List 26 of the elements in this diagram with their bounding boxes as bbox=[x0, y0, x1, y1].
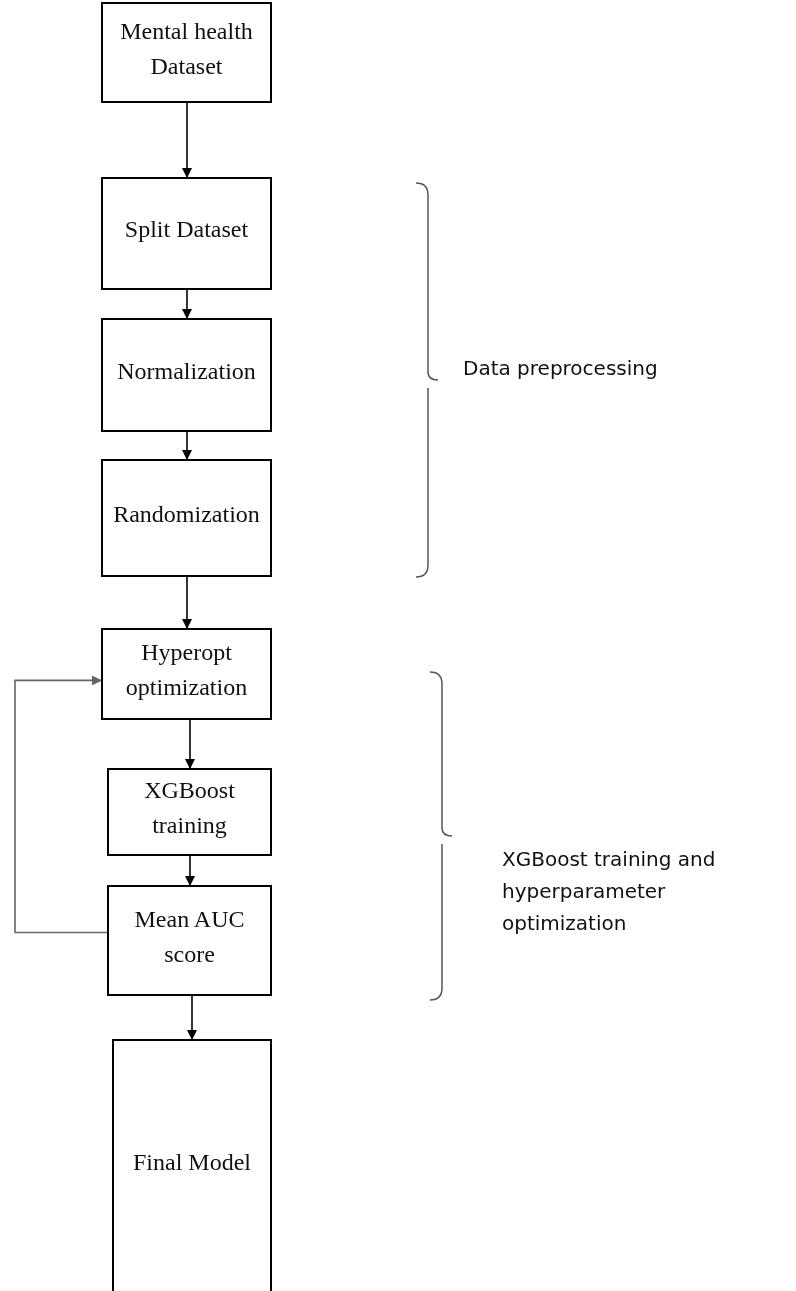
arrow bbox=[185, 719, 195, 769]
box-label: Final Model bbox=[133, 1147, 251, 1177]
process-box bbox=[101, 2, 272, 103]
arrow bbox=[182, 431, 192, 460]
arrow bbox=[182, 102, 192, 178]
process-box bbox=[101, 459, 272, 577]
box-label: Normalization bbox=[117, 356, 256, 386]
arrow bbox=[187, 995, 197, 1040]
bracket-label: XGBoost training and hyperparameter optimization bbox=[502, 846, 717, 937]
bracket-label: Data preprocessing bbox=[463, 355, 659, 382]
arrow bbox=[14, 675, 108, 934]
box-label: Mean AUC score bbox=[133, 904, 246, 969]
process-box bbox=[101, 318, 272, 432]
box-label: Mental health Dataset bbox=[119, 16, 254, 81]
process-box bbox=[107, 885, 272, 996]
process-box bbox=[112, 1039, 272, 1291]
box-label: Hyperopt optimization bbox=[124, 638, 249, 702]
process-box bbox=[101, 177, 272, 290]
arrow bbox=[182, 576, 192, 629]
box-label: Split Dataset bbox=[124, 215, 249, 245]
box-label: XGBoost training bbox=[143, 776, 236, 840]
process-box bbox=[101, 628, 272, 720]
arrow bbox=[185, 855, 195, 886]
process-box bbox=[107, 768, 272, 856]
arrow bbox=[182, 289, 192, 319]
box-label: Randomization bbox=[113, 499, 260, 529]
